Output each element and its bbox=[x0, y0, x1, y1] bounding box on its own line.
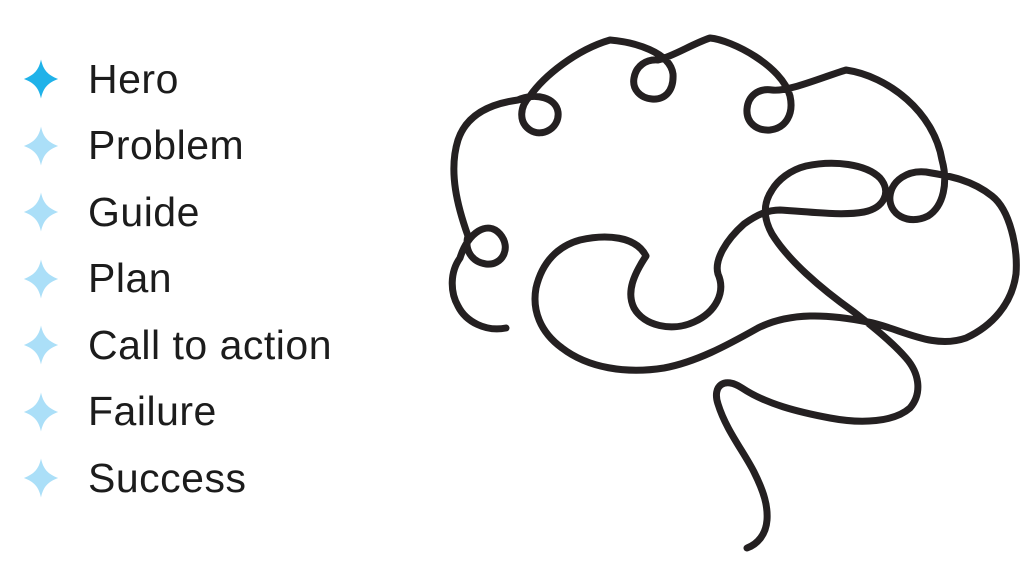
list-item-label: Problem bbox=[88, 122, 245, 169]
sparkle-icon bbox=[23, 392, 59, 432]
list-item-label: Guide bbox=[88, 188, 200, 235]
list-item: Call to action bbox=[22, 312, 332, 379]
sparkle-icon bbox=[23, 259, 59, 299]
list-item: Plan bbox=[22, 246, 332, 313]
list-item: Problem bbox=[22, 113, 332, 180]
sparkle-icon bbox=[23, 59, 59, 99]
list-item-label: Plan bbox=[88, 255, 173, 302]
sparkle-icon bbox=[23, 458, 59, 498]
brain-line-path bbox=[448, 34, 1020, 552]
brain-illustration bbox=[420, 10, 1020, 570]
list-item-label: Failure bbox=[88, 388, 217, 435]
list-item-label: Success bbox=[88, 454, 247, 501]
list-item-label: Hero bbox=[88, 55, 179, 102]
outline-list: Hero Problem Guide Plan Call to action bbox=[22, 46, 332, 512]
sparkle-icon bbox=[23, 192, 59, 232]
list-item-label: Call to action bbox=[88, 321, 333, 368]
list-item: Failure bbox=[22, 379, 332, 446]
brain-line-art bbox=[448, 34, 1020, 552]
sparkle-icon bbox=[23, 325, 59, 365]
list-item: Guide bbox=[22, 179, 332, 246]
sparkle-icon bbox=[23, 126, 59, 166]
list-item: Success bbox=[22, 445, 332, 512]
list-item: Hero bbox=[22, 46, 332, 113]
